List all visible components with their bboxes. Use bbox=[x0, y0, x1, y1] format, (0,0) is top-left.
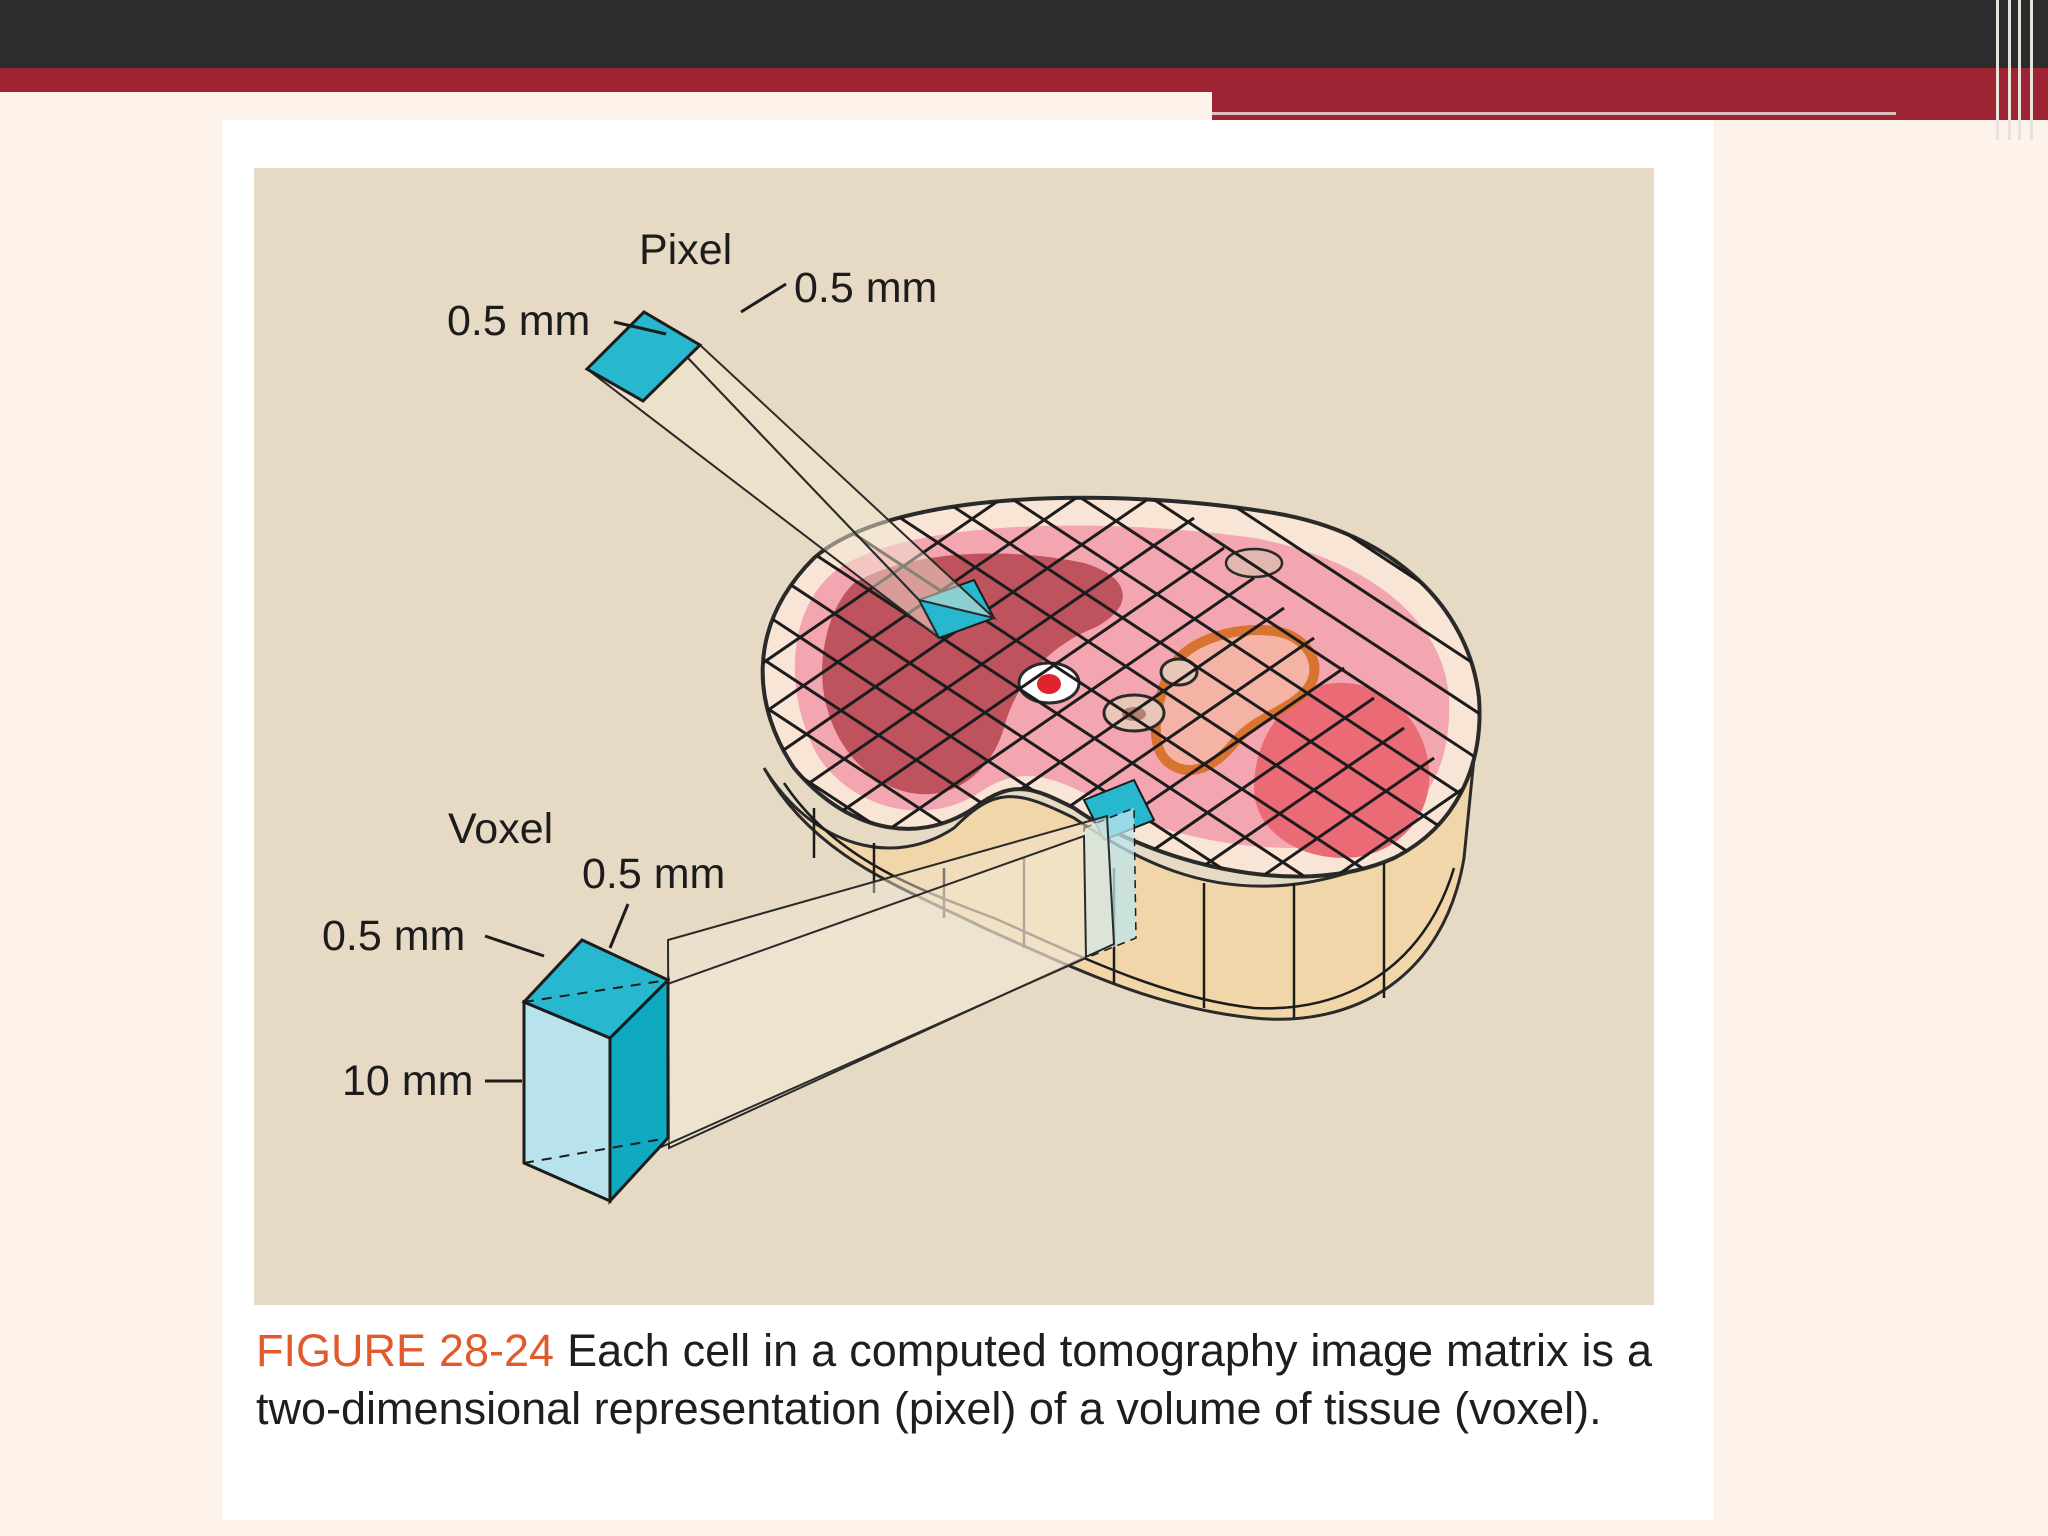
slide-accent-line bbox=[1212, 112, 1896, 115]
voxel-magnified bbox=[524, 940, 668, 1201]
slide-top-bar bbox=[0, 0, 2048, 68]
figure-number: FIGURE 28-24 bbox=[256, 1325, 554, 1376]
label-voxel: Voxel bbox=[448, 805, 553, 853]
slide-accent-bar bbox=[0, 68, 2048, 92]
label-pixel-depth: 0.5 mm bbox=[794, 264, 937, 312]
label-voxel-depth: 0.5 mm bbox=[582, 850, 725, 898]
label-voxel-width: 0.5 mm bbox=[322, 912, 465, 960]
slide-accent-bar-lower bbox=[1212, 92, 2048, 120]
ct-voxel-diagram: Pixel 0.5 mm 0.5 mm Voxel 0.5 mm 0.5 mm … bbox=[254, 168, 1654, 1305]
label-pixel: Pixel bbox=[639, 226, 732, 274]
label-voxel-height: 10 mm bbox=[342, 1057, 473, 1105]
slide-edge-decoration bbox=[1988, 0, 2048, 140]
figure-caption: FIGURE 28-24 Each cell in a computed tom… bbox=[256, 1322, 1652, 1438]
diagram-svg: Pixel 0.5 mm 0.5 mm Voxel 0.5 mm 0.5 mm … bbox=[254, 168, 1654, 1305]
label-pixel-width: 0.5 mm bbox=[447, 297, 590, 345]
